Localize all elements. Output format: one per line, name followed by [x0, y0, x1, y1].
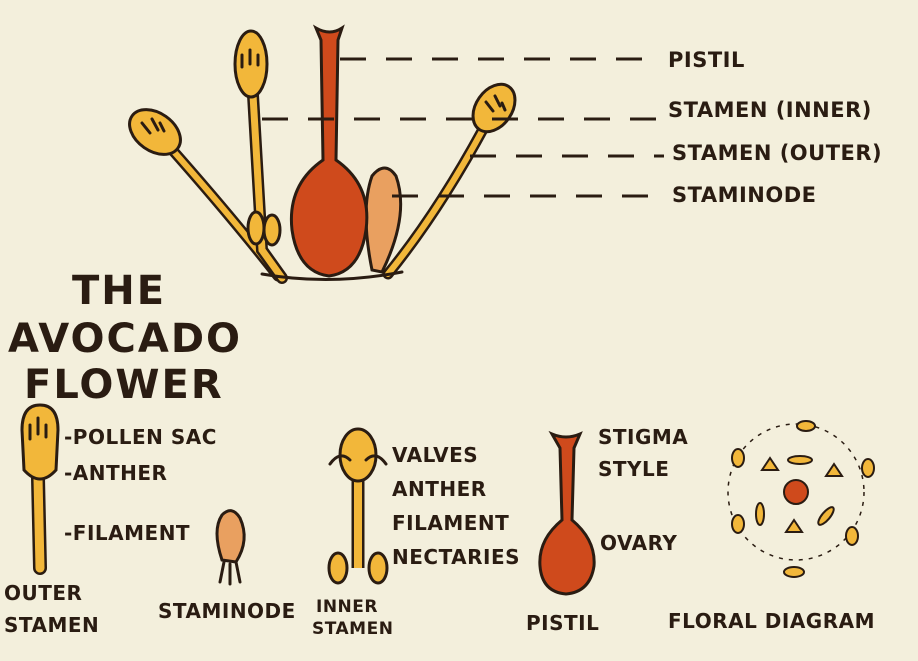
pistil-part-3: OVARY — [600, 531, 677, 555]
inner-stamen-caption-2: STAMEN — [312, 619, 393, 639]
title-line-3: FLOWER — [24, 362, 224, 408]
label-stamen-outer: STAMEN (OUTER) — [672, 141, 882, 165]
title-line-2: AVOCADO — [8, 316, 242, 362]
top-pistil — [291, 28, 366, 276]
label-staminode: STAMINODE — [672, 183, 817, 207]
inner-stamen-part-1: VALVES — [392, 443, 478, 467]
inner-stamen-figure — [329, 429, 387, 583]
floral-diagram-figure — [728, 421, 874, 577]
staminode-caption: STAMINODE — [158, 599, 296, 623]
top-inner-stamen — [235, 31, 282, 278]
outer-stamen-caption-2: STAMEN — [4, 613, 99, 637]
label-pistil: PISTIL — [668, 48, 745, 72]
staminode-figure — [217, 511, 244, 584]
pistil-part-1: STIGMA — [598, 425, 688, 449]
label-stamen-inner: STAMEN (INNER) — [668, 98, 872, 122]
outer-stamen-caption-1: OUTER — [4, 581, 82, 605]
title-line-1: THE — [72, 268, 166, 314]
floral-diagram-caption: FLORAL DIAGRAM — [668, 609, 875, 633]
outer-stamen-part-1: -POLLEN SAC — [64, 425, 217, 449]
outer-stamen-part-3: -FILAMENT — [64, 521, 190, 545]
inner-stamen-caption-1: INNER — [316, 597, 378, 617]
pistil-caption: PISTIL — [526, 611, 599, 635]
inner-stamen-part-3: FILAMENT — [392, 511, 509, 535]
top-flower — [121, 28, 523, 280]
inner-stamen-part-2: ANTHER — [392, 477, 487, 501]
pistil-part-2: STYLE — [598, 457, 669, 481]
top-outer-stamen-right — [388, 76, 524, 274]
outer-stamen-figure — [22, 405, 58, 568]
pistil-figure — [540, 434, 594, 594]
outer-stamen-part-2: -ANTHER — [64, 461, 167, 485]
inner-stamen-part-4: NECTARIES — [392, 545, 520, 569]
